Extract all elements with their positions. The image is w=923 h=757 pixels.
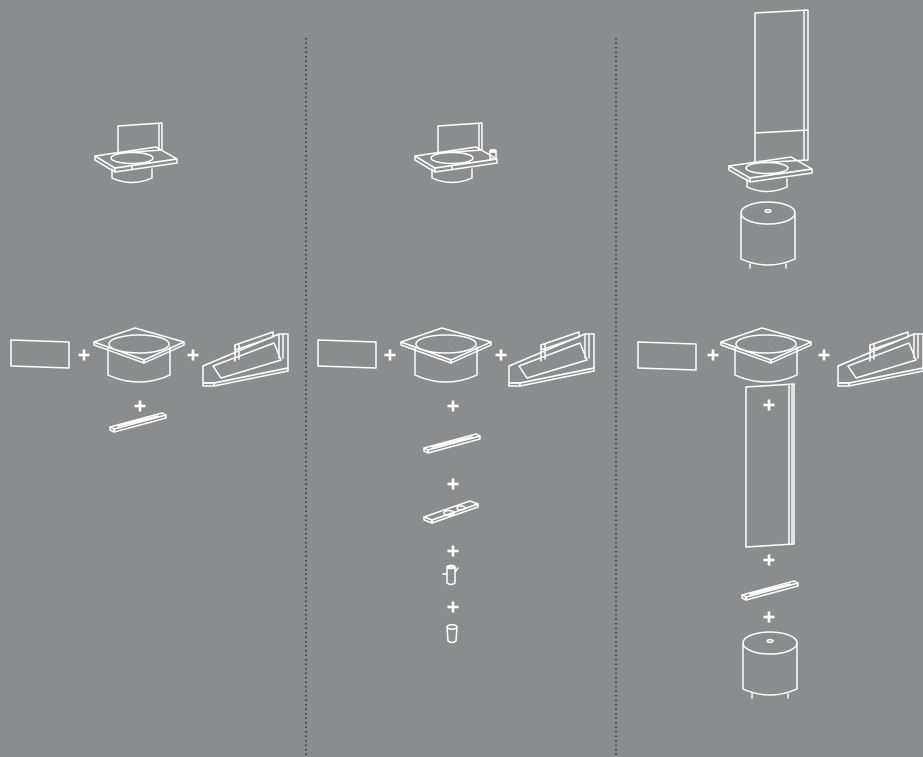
assembled-vanity-tall-with-cabinet	[729, 10, 812, 268]
mirror-panel-part	[318, 340, 376, 368]
shelf-frame-part	[203, 332, 288, 386]
column-1	[11, 123, 288, 432]
towel-bar-part	[742, 581, 798, 600]
drain-cup-part	[447, 625, 457, 643]
plus-icon	[496, 350, 507, 361]
column-3	[638, 10, 923, 698]
plus-icon	[188, 350, 199, 361]
plus-icon	[385, 350, 396, 361]
basin-unit-part	[721, 328, 811, 382]
shelf-frame-part	[838, 332, 923, 386]
towel-bar-part	[424, 434, 480, 453]
faucet-plate-part	[424, 501, 478, 523]
cabinet-under-vanity	[741, 202, 795, 268]
mirror-panel-part	[638, 342, 696, 370]
plus-icon	[708, 350, 719, 361]
plus-icon	[764, 612, 775, 623]
tall-mirror-on-vanity	[755, 10, 808, 163]
plus-icon	[79, 350, 90, 361]
plus-icon	[448, 401, 459, 412]
plus-icon	[764, 555, 775, 566]
column-2	[318, 123, 594, 643]
basin-unit-part	[94, 328, 184, 382]
assembled-vanity-with-faucet	[415, 123, 497, 183]
assembled-vanity-basic	[95, 123, 177, 183]
shelf-frame-part	[509, 332, 594, 386]
round-cabinet-part	[743, 632, 797, 698]
plus-icon	[764, 400, 775, 411]
towel-bar-part	[110, 413, 166, 432]
plus-icon	[135, 401, 146, 412]
plus-icon	[448, 546, 459, 557]
plus-icon	[448, 602, 459, 613]
plus-icon	[819, 350, 830, 361]
mirror-panel-part	[11, 340, 69, 368]
plus-icon	[448, 479, 459, 490]
faucet-part	[443, 565, 458, 584]
basin-unit-part	[401, 328, 491, 382]
